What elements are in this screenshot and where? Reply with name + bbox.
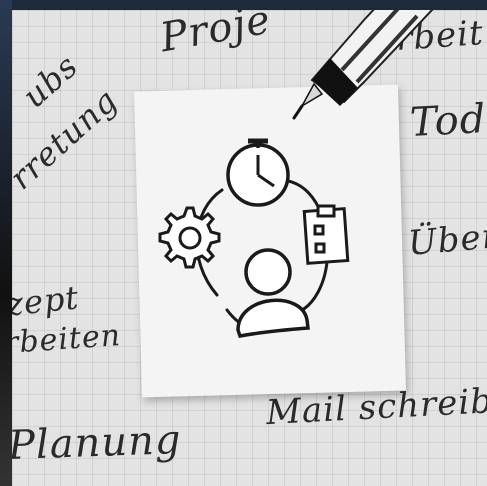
gear-icon [160,208,219,267]
photo: Proje rbeit ubs rretung Tod Über zept rb… [12,10,487,486]
clock-icon [228,141,288,205]
sketch-drawing [12,10,487,486]
photo-border [0,0,12,486]
pen-icon [294,10,432,118]
clipboard-icon [304,206,348,263]
person-icon [238,250,308,336]
